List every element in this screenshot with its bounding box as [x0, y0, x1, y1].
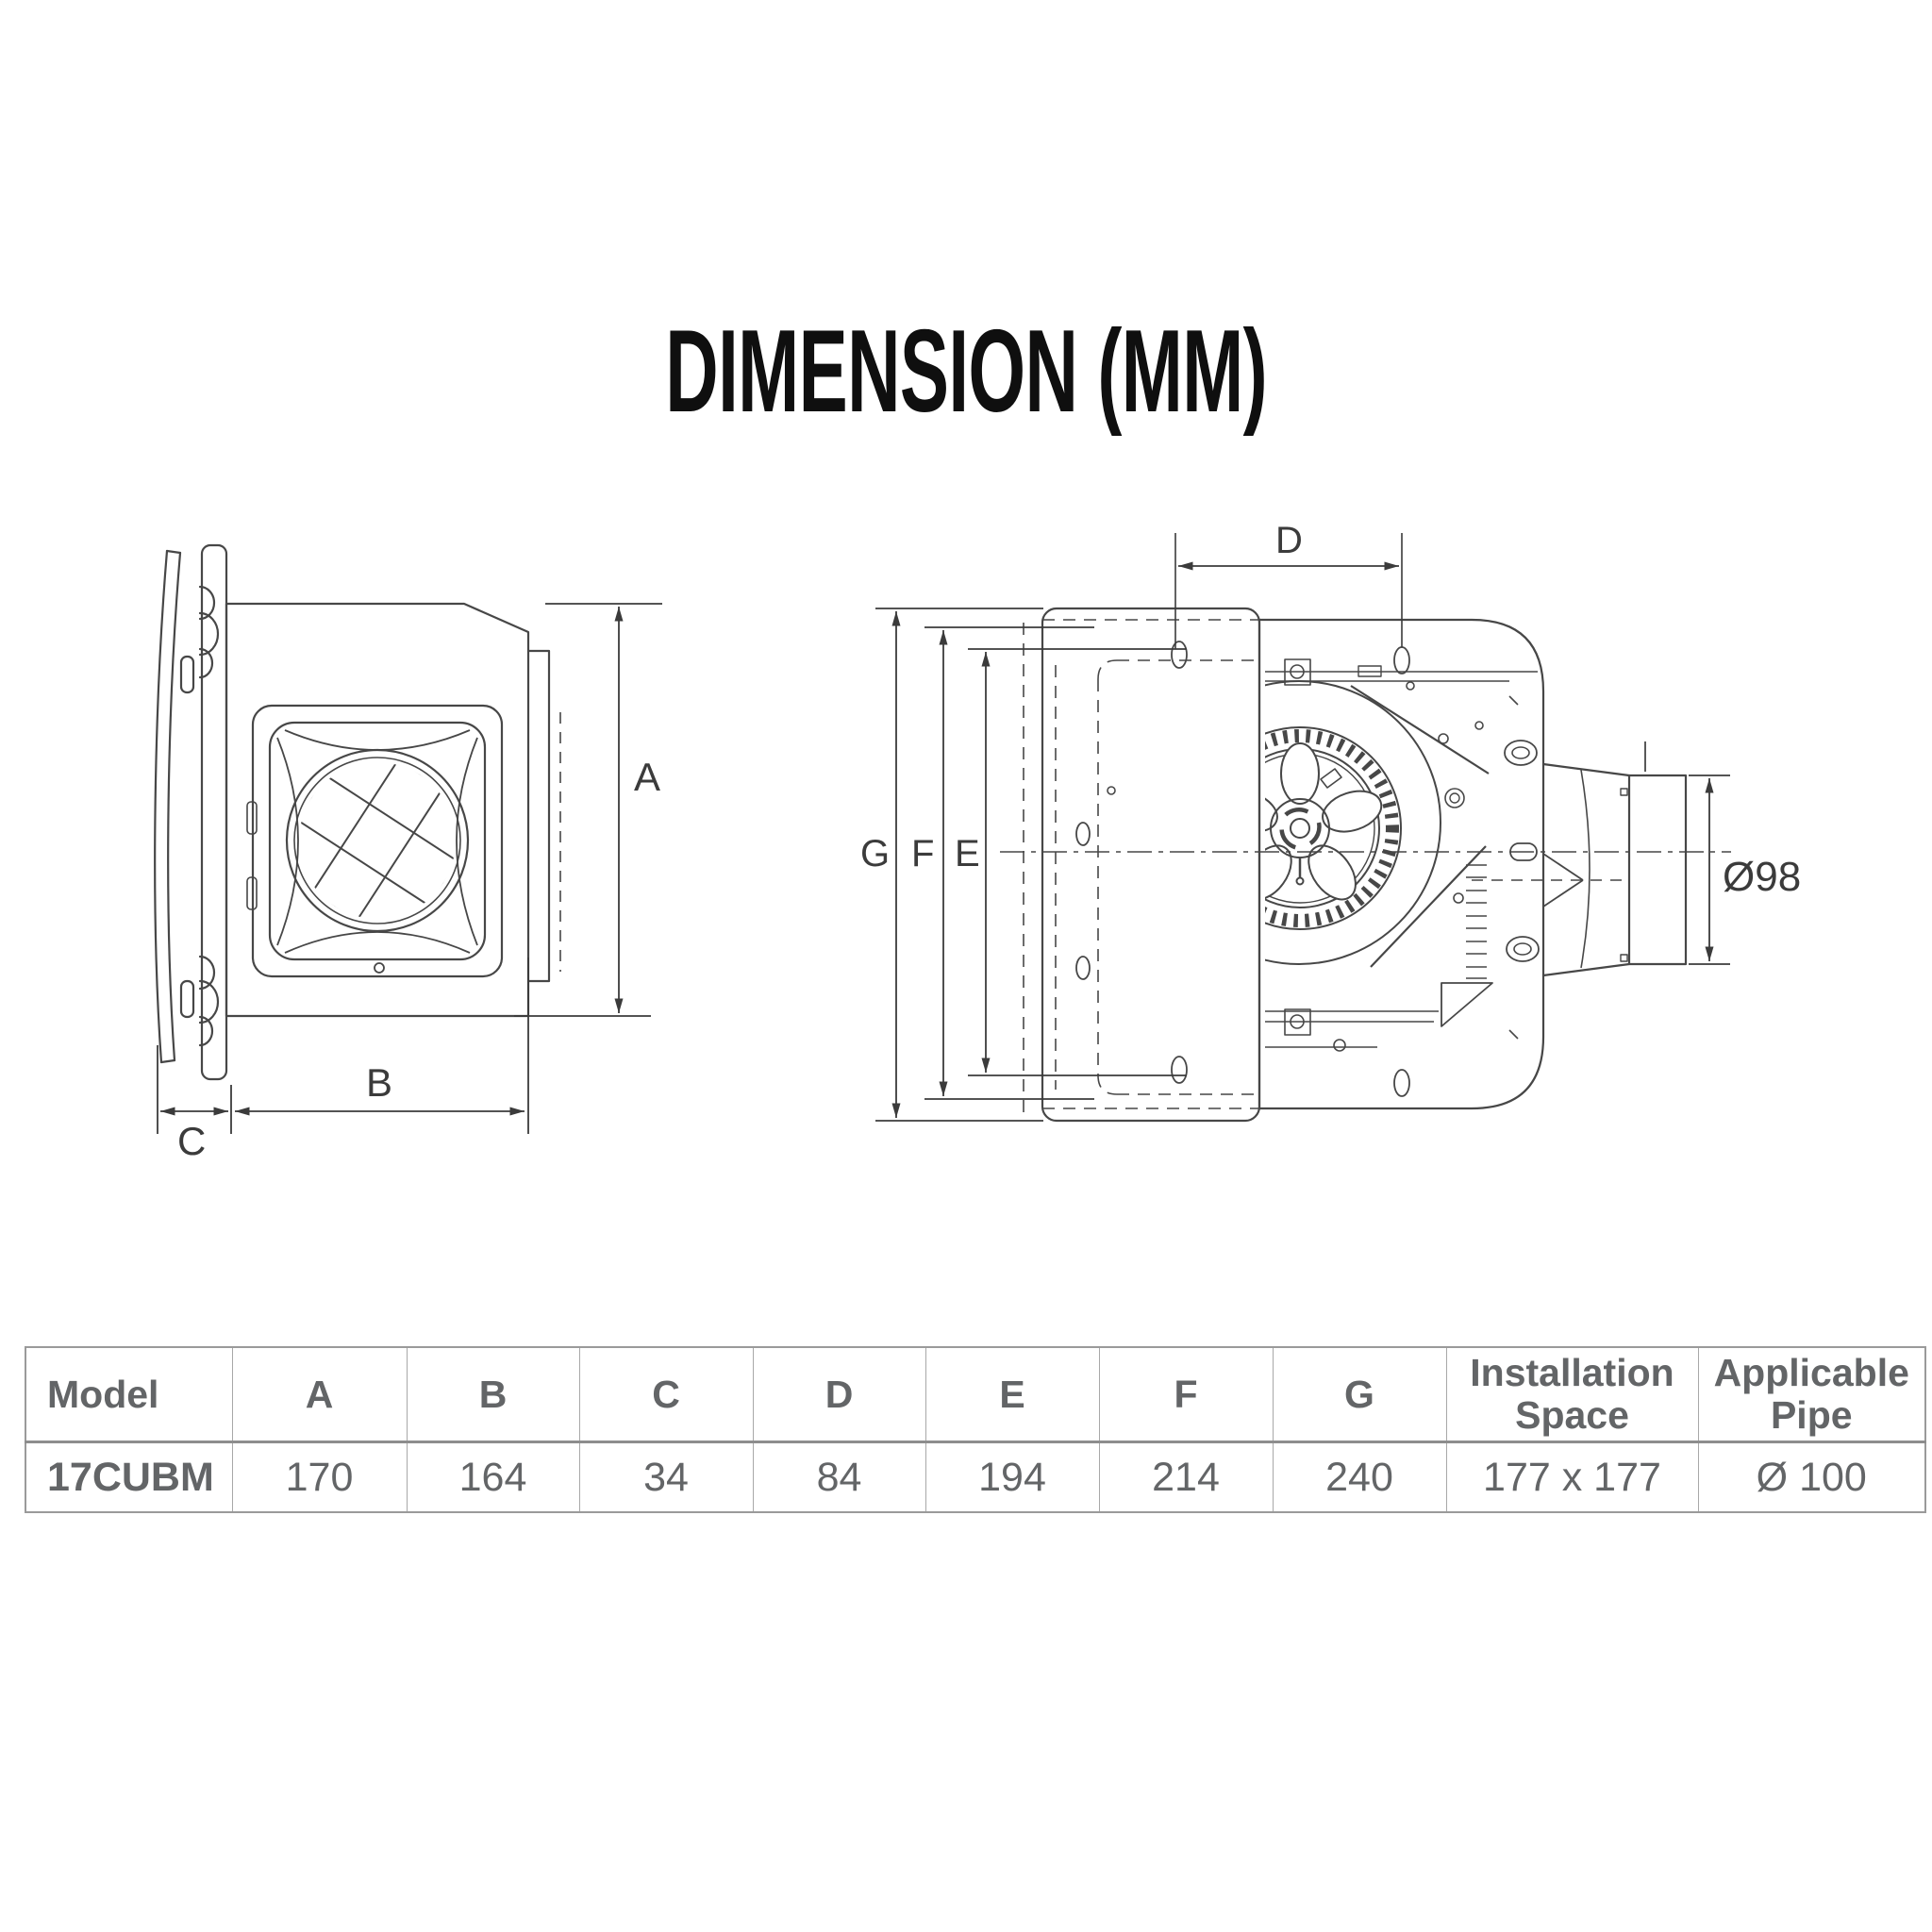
cell-installation-space: 177 x 177: [1445, 1441, 1699, 1513]
dim-arrow-a: [514, 603, 662, 1017]
dim-arrow-c: [157, 1045, 232, 1134]
header-f: F: [1098, 1346, 1274, 1442]
dim-arrow-b: [235, 958, 529, 1134]
cell-d: 84: [752, 1441, 926, 1513]
table-row: 17CUBM 170 164 34 84 194 214 240 177 x 1…: [25, 1441, 1926, 1513]
dim-label-f: F: [911, 833, 934, 874]
dim-label-a: A: [634, 755, 660, 799]
hidden-edges: [1023, 619, 1259, 1113]
dim-arrow-g: [875, 608, 1043, 1122]
dim-arrow-f: [924, 626, 1094, 1100]
fan-body: [225, 602, 561, 1018]
header-e: E: [924, 1346, 1100, 1442]
header-model: Model: [25, 1346, 233, 1442]
cell-g: 240: [1272, 1441, 1447, 1513]
dim-arrow-d: [1174, 533, 1403, 649]
cell-e: 194: [924, 1441, 1100, 1513]
header-a: A: [231, 1346, 408, 1442]
dim-label-d: D: [1275, 520, 1303, 561]
grille-lattice: [269, 732, 486, 949]
dim-arrow-diameter: [1689, 774, 1730, 965]
side-view-diagram: A B C: [154, 543, 662, 1163]
dim-label-diameter: Ø98: [1723, 854, 1801, 900]
header-b: B: [406, 1346, 580, 1442]
bottom-view-diagram: D G F E Ø98: [860, 520, 1801, 1123]
fan-housing: [1257, 618, 1545, 1110]
front-cover-panel: [154, 543, 228, 1081]
cell-b: 164: [406, 1441, 580, 1513]
cell-c: 34: [578, 1441, 754, 1513]
page-title: DIMENSION (MM): [0, 307, 1932, 437]
cell-applicable-pipe: Ø 100: [1697, 1441, 1926, 1513]
housing-interior-details: [1265, 658, 1538, 1052]
cell-model: 17CUBM: [25, 1441, 233, 1513]
header-c: C: [578, 1346, 754, 1442]
dim-label-b: B: [366, 1060, 392, 1105]
blower-wheel: [1265, 680, 1441, 965]
duct-outlet: [1472, 741, 1688, 977]
cell-f: 214: [1098, 1441, 1274, 1513]
grille-assembly: [246, 704, 504, 978]
dim-label-g: G: [860, 833, 890, 874]
header-g: G: [1272, 1346, 1447, 1442]
sliding-mount-plate: [1041, 607, 1261, 1123]
cell-a: 170: [231, 1441, 408, 1513]
dim-label-e: E: [955, 833, 980, 874]
dim-label-c: C: [177, 1119, 206, 1163]
header-d: D: [752, 1346, 926, 1442]
page-title-text: DIMENSION (MM): [665, 307, 1267, 437]
dim-arrow-e: [968, 648, 1187, 1076]
